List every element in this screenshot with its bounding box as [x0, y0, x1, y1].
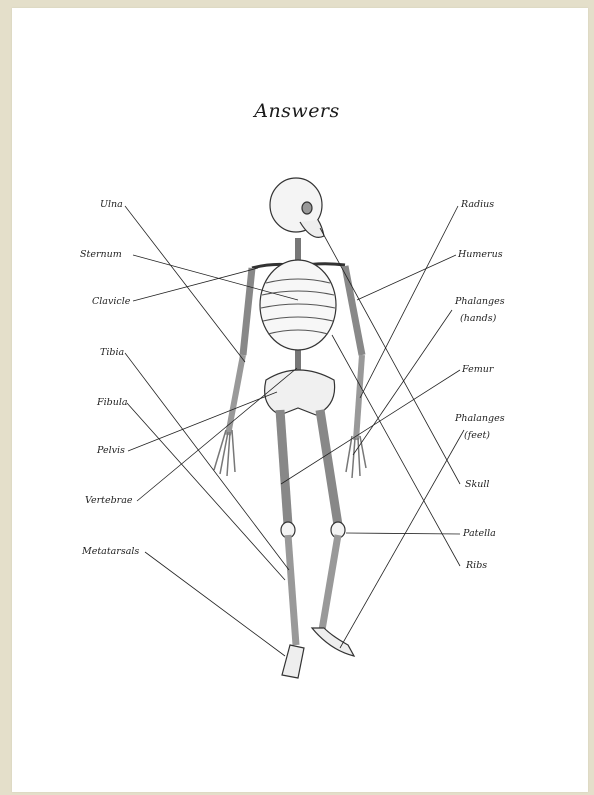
label-patella: Patella — [463, 528, 496, 540]
line-fibula — [127, 403, 285, 580]
label-sternum: Sternum — [80, 249, 122, 261]
left-foot — [282, 645, 304, 678]
label-phalanges-hands-sub: (hands) — [460, 313, 496, 325]
label-vertebrae: Vertebrae — [85, 495, 133, 507]
label-ribs: Ribs — [466, 560, 487, 572]
line-ribs — [332, 335, 460, 566]
line-clavicle — [133, 268, 258, 301]
right-femur — [320, 410, 338, 525]
right-forearm — [356, 355, 362, 440]
line-pelvis — [128, 392, 277, 451]
label-phalanges-hands: Phalanges — [455, 296, 505, 308]
label-tibia: Tibia — [100, 347, 124, 359]
line-patella — [346, 533, 460, 534]
label-fibula: Fibula — [97, 397, 128, 409]
label-phalanges-feet-sub: (feet) — [464, 430, 490, 442]
left-femur — [280, 410, 288, 525]
hands — [214, 430, 366, 478]
label-metatarsals: Metatarsals — [82, 546, 139, 558]
label-clavicle: Clavicle — [92, 296, 130, 308]
line-ulna — [125, 206, 245, 362]
line-humerus — [357, 255, 456, 300]
label-skull: Skull — [465, 479, 489, 491]
label-femur: Femur — [462, 364, 493, 376]
right-tibia — [322, 535, 338, 630]
ribcage — [260, 260, 336, 350]
label-ulna: Ulna — [100, 199, 123, 211]
label-radius: Radius — [461, 199, 494, 211]
line-radius — [360, 206, 458, 398]
line-metatarsals — [145, 552, 285, 656]
line-vertebrae — [137, 368, 297, 501]
label-humerus: Humerus — [458, 249, 503, 261]
page-title: Answers — [0, 100, 594, 122]
label-pelvis: Pelvis — [97, 445, 125, 457]
left-humerus — [243, 268, 252, 355]
label-phalanges-feet: Phalanges — [455, 413, 505, 425]
right-foot — [312, 628, 354, 656]
skeleton-illustration — [214, 178, 366, 678]
right-humerus — [345, 266, 362, 355]
left-tibia — [288, 535, 296, 645]
